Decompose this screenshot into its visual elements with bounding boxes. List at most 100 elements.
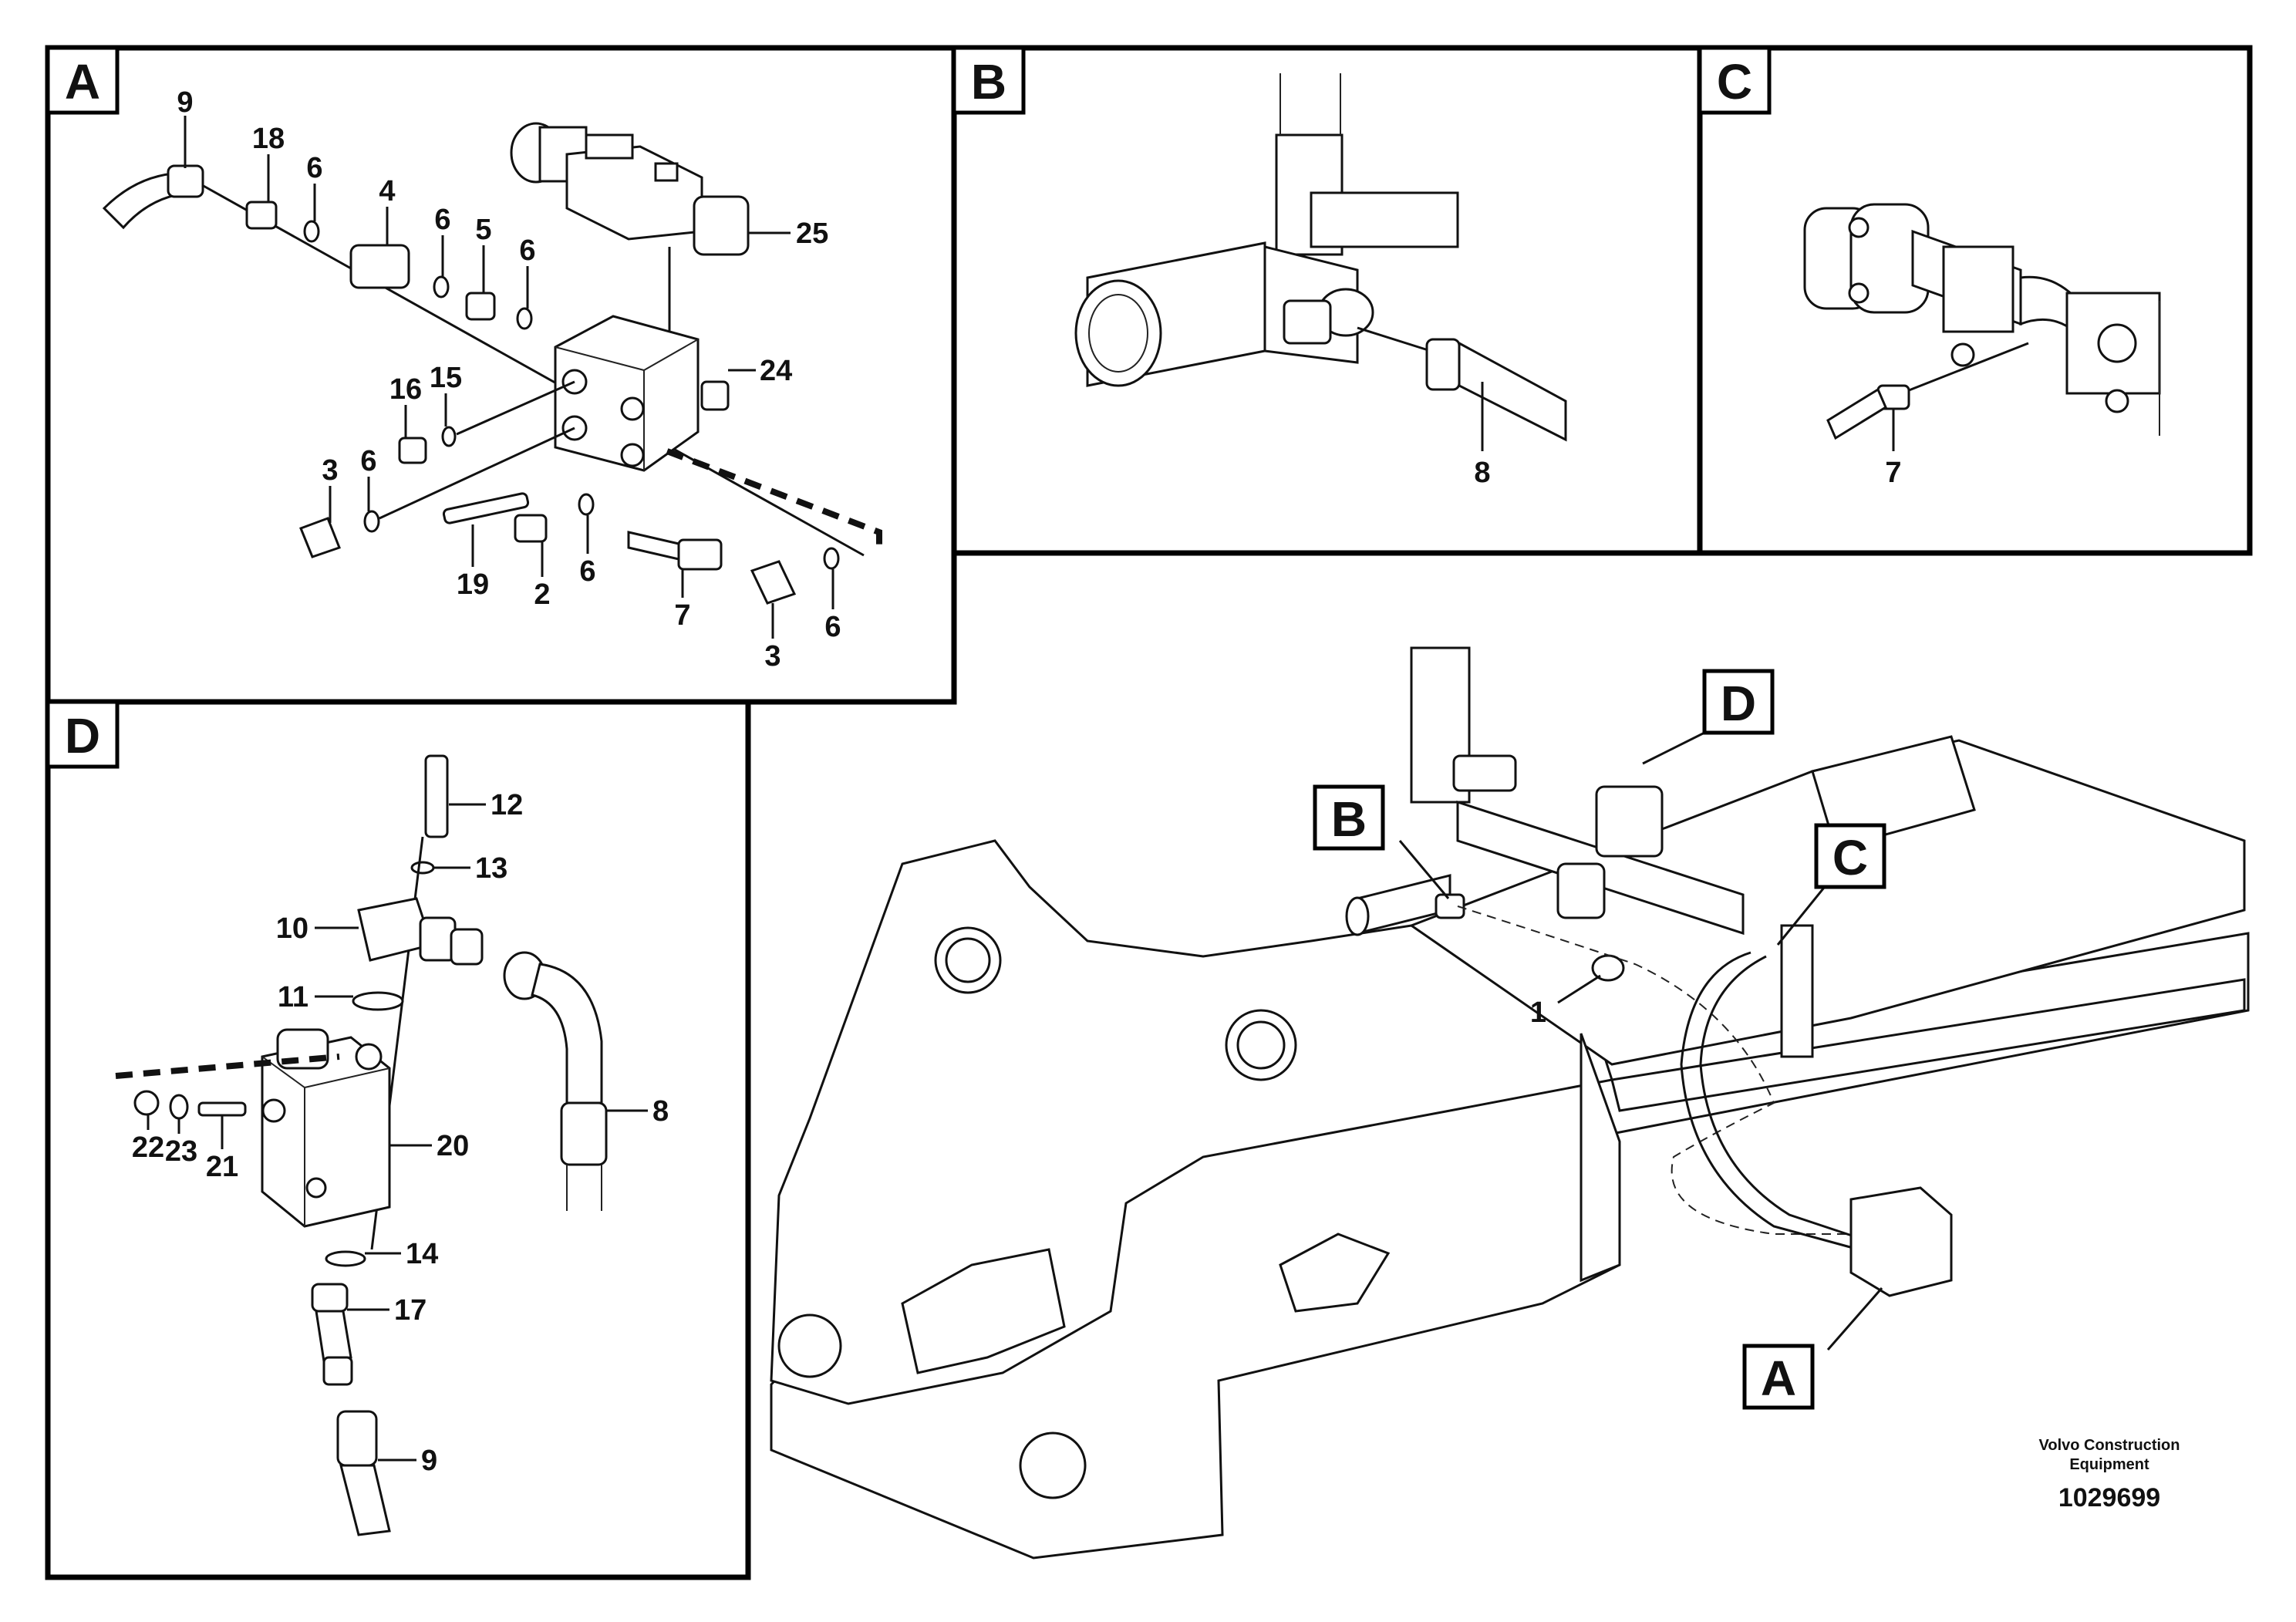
- tube-cap: [1345, 896, 1370, 936]
- dashed-connection-d: [115, 1054, 340, 1079]
- hose-9-d: [336, 1410, 391, 1536]
- machine-overview: [770, 646, 2250, 1560]
- hose-7-a: [627, 531, 680, 561]
- callout-21: 21: [206, 1151, 238, 1183]
- panel-c: C 7: [1697, 45, 2253, 556]
- panel-d-tag: D: [65, 708, 100, 764]
- pivot-hole-lower-left: [777, 1313, 842, 1378]
- panel-c-tag-box: [1698, 46, 1772, 115]
- leader-tag-b: [1398, 840, 1450, 899]
- panel-a-tag-box: [46, 46, 120, 115]
- callout-8-b: 8: [1474, 457, 1490, 489]
- adapter-18: [245, 201, 278, 230]
- panel-a: A: [45, 45, 957, 705]
- panel-d-tag-box: [46, 700, 120, 769]
- washer-22: [133, 1090, 160, 1116]
- callout-9-d: 9: [421, 1445, 437, 1477]
- hose-8-b: [1458, 341, 1567, 442]
- panel-b-tag: B: [971, 54, 1006, 110]
- fitting-b-overview: [1435, 893, 1465, 919]
- overview-tag-d-label: D: [1721, 676, 1756, 731]
- callout-6-a3: 6: [519, 234, 535, 267]
- pivot-hole-right-inner: [1236, 1020, 1286, 1070]
- panel-b-tag-box: [952, 46, 1026, 115]
- bolt-12: [424, 754, 449, 838]
- overview-tag-b-label: B: [1331, 791, 1367, 847]
- tube-assembly-b: [1074, 73, 1459, 387]
- frame-oval-cutout: [1279, 1233, 1391, 1313]
- dashed-connection-a: [666, 448, 882, 548]
- flange-10: [357, 897, 484, 966]
- plug-2: [514, 514, 548, 543]
- callout-6-a4: 6: [360, 445, 376, 477]
- axis-3: [379, 427, 575, 520]
- callout-22: 22: [132, 1131, 164, 1164]
- callout-17: 17: [394, 1294, 426, 1327]
- panel-d-frame: [45, 699, 751, 1580]
- frame-web: [1580, 1033, 1621, 1283]
- frame-rail-block: [1811, 735, 1976, 850]
- brand-line-1: Volvo Construction: [2039, 1437, 2180, 1454]
- pivot-hole-lower-right: [1019, 1431, 1087, 1499]
- tube-flange-top: [1452, 754, 1517, 792]
- callout-15: 15: [430, 362, 462, 394]
- callout-20: 20: [437, 1130, 469, 1162]
- o-ring-11: [352, 991, 404, 1011]
- valve-block-24: [554, 315, 730, 472]
- callout-12: 12: [491, 789, 523, 821]
- vertical-bracket: [1410, 646, 1471, 804]
- overview-tag-a-label: A: [1761, 1351, 1796, 1406]
- panel-a-frame: [45, 45, 957, 705]
- bolt-19: [442, 492, 530, 524]
- overview-tag-c-box: [1814, 823, 1886, 889]
- callout-6-a1: 6: [306, 152, 322, 184]
- elbow-9-a: [167, 164, 204, 198]
- callout-7-c: 7: [1885, 457, 1901, 489]
- nipple-5: [465, 292, 496, 321]
- callout-2: 2: [534, 578, 550, 611]
- callout-24: 24: [760, 355, 792, 387]
- callout-25: 25: [796, 218, 828, 250]
- frame-lower-rail: [1610, 978, 2246, 1112]
- o-ring-23: [169, 1094, 189, 1120]
- leader-callout-1: [1557, 974, 1601, 1004]
- overview-tag-c-label: C: [1832, 830, 1868, 885]
- clamp-bracket: [1780, 924, 1814, 1058]
- callout-16: 16: [389, 373, 422, 406]
- panel-a-tag: A: [65, 54, 100, 110]
- frame-window: [901, 1248, 1066, 1374]
- panel-c-tag: C: [1717, 54, 1752, 110]
- valve-a-overview: [1849, 1186, 1953, 1297]
- elbow-3-a2: [750, 560, 797, 605]
- hose-nut-8-b: [1425, 338, 1461, 391]
- hose-7-overview-b: [1699, 955, 1859, 1239]
- assembly-axis-a: [201, 184, 865, 557]
- pipe-clamp-assembly-c: [1803, 203, 2161, 436]
- elbow-3-a1: [299, 517, 341, 558]
- fitting-7-a: [677, 538, 723, 571]
- axis-b: [1357, 326, 1431, 352]
- o-ring-6-a1: [303, 220, 320, 243]
- hose-dashed-path: [1457, 905, 1851, 1235]
- callout-6-a5: 6: [579, 555, 595, 588]
- overview-tag-a-box: [1742, 1344, 1815, 1410]
- tube-manifold: [1345, 646, 1814, 1058]
- axis-16: [456, 380, 575, 436]
- callout-7-a: 7: [674, 599, 690, 632]
- panel-b: B 8: [951, 45, 1703, 556]
- panel-d: D: [45, 699, 751, 1580]
- overview-tag-d: D: [1702, 669, 1775, 735]
- o-ring-14: [325, 1250, 366, 1267]
- hose-7-overview: [1680, 951, 1859, 1251]
- overview-tag-d-box: [1702, 669, 1775, 735]
- overview-tag-b-box: [1313, 784, 1385, 851]
- callout-9-a: 9: [177, 86, 193, 119]
- elbow-fitting-17: [311, 1283, 353, 1386]
- tube-coupling: [1556, 862, 1606, 919]
- callout-6-a6: 6: [824, 611, 841, 643]
- plug-16: [398, 437, 427, 464]
- overview-tag-b: B: [1313, 784, 1385, 851]
- callout-3-a2: 3: [764, 640, 781, 673]
- axis-c: [1900, 342, 2029, 395]
